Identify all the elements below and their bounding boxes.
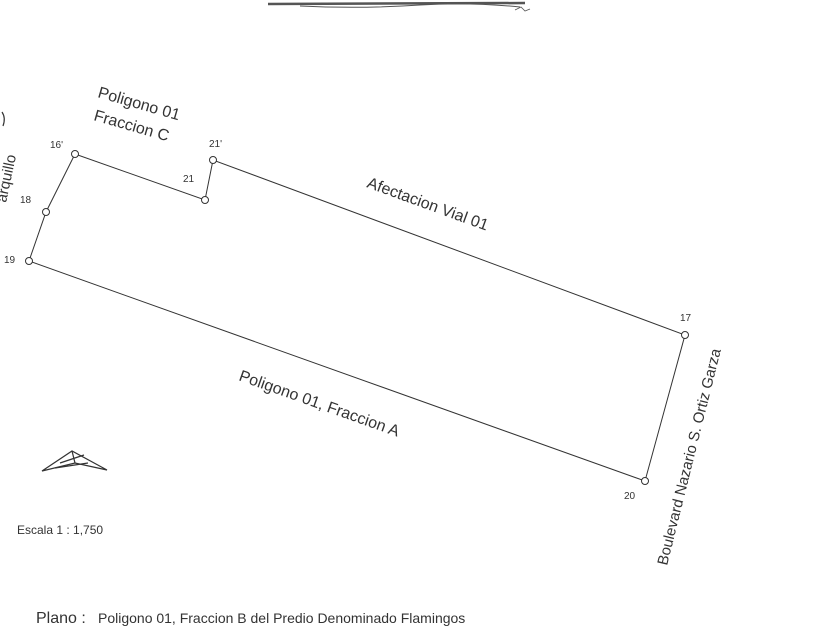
vertex-label-21p: 21' (209, 139, 222, 150)
vertex-19 (25, 257, 33, 265)
vertex-label-21: 21 (183, 174, 195, 185)
vertex-label-17: 17 (680, 313, 692, 324)
scale-label: Escala 1 : 1,750 (17, 523, 103, 537)
vertex-label-20: 20 (624, 491, 636, 502)
plan-title-value: Poligono 01, Fraccion B del Predio Denom… (97, 610, 466, 626)
property-boundary (28, 153, 686, 482)
north-zone-label: Afectacion Vial 01 (365, 175, 491, 235)
vertex-label-16p: 16' (50, 140, 63, 151)
plan-title-key: Plano : (36, 610, 86, 627)
vertex-17 (681, 331, 689, 339)
west-street-fragment (1, 111, 5, 127)
south-zone-label: Poligono 01, Fraccion A (237, 368, 402, 441)
east-street-label: Boulevard Nazario S. Ortiz Garza (654, 346, 725, 567)
west-street-label: arquillo (0, 153, 20, 204)
vertex-label-19: 19 (4, 255, 16, 266)
vertex-label-18: 18 (20, 195, 32, 206)
vertex-18 (42, 208, 50, 216)
vertex-21p (209, 156, 217, 164)
signature-mark (267, 1, 531, 12)
north-arrow-icon (41, 450, 108, 472)
vertex-20 (641, 477, 649, 485)
plan-title: Plano : Poligono 01, Fraccion B del Pred… (36, 610, 465, 628)
vertex-21 (201, 196, 209, 204)
vertex-markers (25, 150, 689, 485)
vertex-16p (71, 150, 79, 158)
